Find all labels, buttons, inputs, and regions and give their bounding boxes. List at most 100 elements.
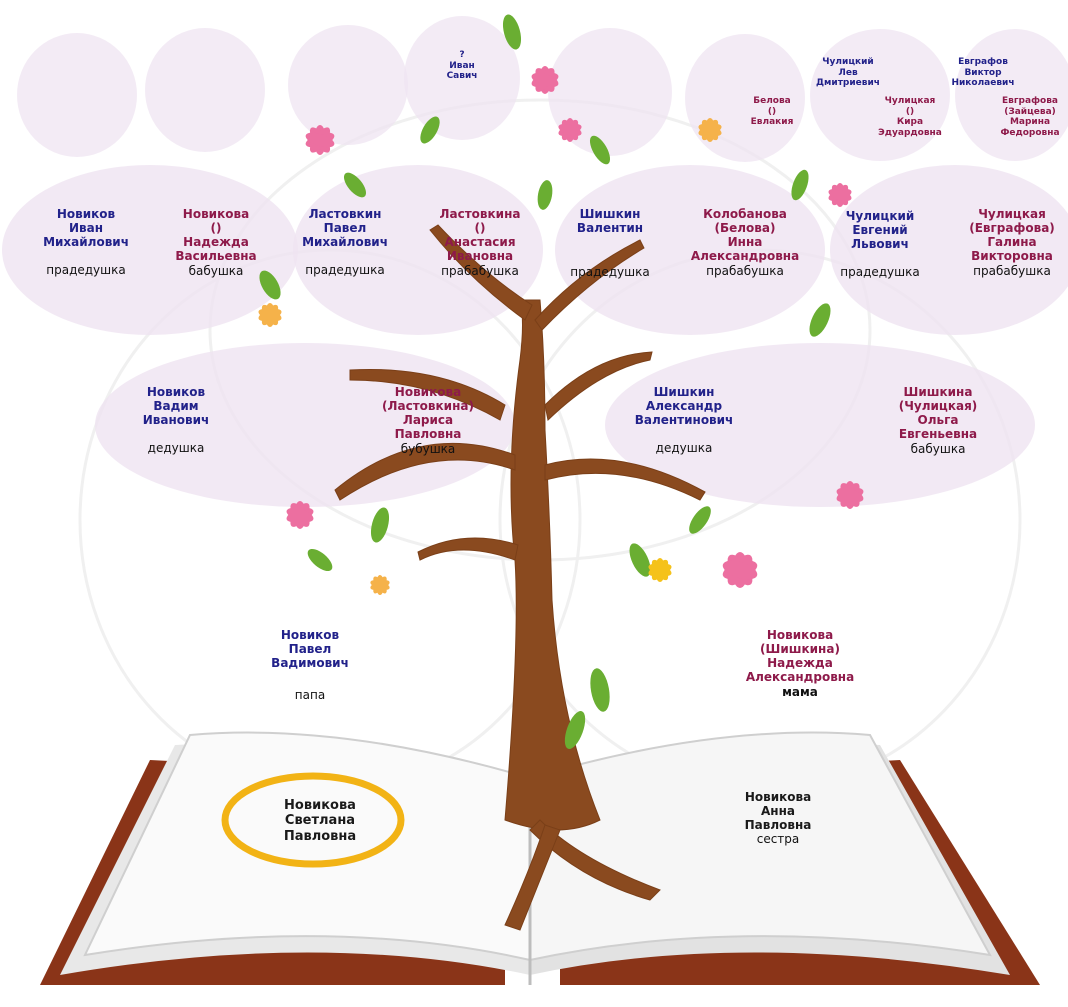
name-line: Иван — [68, 221, 104, 236]
name-line: (Ластовкина) — [382, 399, 474, 414]
person-chulitskaya-galina: Чулицкая (Евграфова) Галина Викторовна п… — [969, 207, 1055, 278]
name-line: Светлана — [284, 813, 356, 829]
name-line: () — [210, 221, 222, 236]
name-line: Анна — [761, 804, 795, 819]
name-line: Евлакия — [750, 117, 794, 128]
name-line: Валентин — [576, 221, 644, 236]
person-shishkina-olga: Шишкина (Чулицкая) Ольга Евгеньевна бабу… — [899, 385, 978, 456]
person-belova-evlakiya: Белова () Евлакия — [751, 96, 794, 128]
highlight-ring — [221, 772, 405, 868]
name-line: Эдуардовна — [878, 127, 942, 138]
name-line: Павловна — [744, 818, 812, 833]
name-line: Михайлович — [302, 235, 388, 250]
relation-label: прадедушка — [305, 263, 385, 278]
person-chulitskaya-kira: Чулицкая () Кира Эдуардовна — [878, 96, 942, 138]
name-line: Новиков — [146, 385, 206, 399]
name-line: Ластовкина — [439, 207, 521, 221]
name-line: Дмитриевич — [816, 78, 880, 89]
name-line: Галина — [987, 235, 1037, 250]
name-line: (Зайцева) — [1004, 106, 1056, 117]
open-book-icon — [40, 731, 1040, 985]
name-line: Новикова — [394, 385, 462, 399]
name-line: Иван — [449, 60, 475, 71]
name-line: (Чулицкая) — [898, 399, 978, 414]
relation-label: прадедушка — [46, 263, 126, 278]
name-line: Евграфова — [1002, 96, 1058, 106]
name-line: Львович — [851, 237, 909, 252]
name-line: Ольга — [917, 413, 959, 428]
person-novikova-nadezhda: Новикова () Надежда Васильевна бабушка — [175, 207, 256, 278]
name-line: Александровна — [690, 249, 800, 264]
name-line: Чулицкий — [822, 57, 874, 67]
name-line: Колобанова — [703, 207, 787, 221]
great-grandparent-bubbles — [2, 165, 1068, 335]
name-line: Шишкин — [579, 207, 641, 221]
name-line: Павел — [288, 642, 332, 657]
name-line: Павел — [323, 221, 367, 236]
person-chulitsky-evgeniy: Чулицкий Евгений Львович прадедушка — [840, 209, 919, 280]
relation-label: прадедушка — [840, 265, 920, 280]
name-line: Виктор — [964, 67, 1002, 78]
name-line: Новиков — [280, 628, 340, 642]
relation-label: прабабушка — [706, 263, 784, 278]
name-line: (Шишкина) — [760, 642, 840, 657]
name-line: Ивановна — [446, 249, 514, 264]
relation-label: бабушка — [188, 263, 244, 278]
relation-label: бубушка — [400, 441, 456, 456]
name-line: Павловна — [283, 828, 357, 844]
name-line: Новикова — [284, 798, 356, 813]
name-line: Марина — [1009, 117, 1051, 128]
name-line: Новикова — [766, 628, 834, 642]
tree-icon — [334, 224, 706, 931]
name-line: Шишкин — [653, 385, 715, 399]
name-line: Лев — [838, 67, 858, 78]
name-line: Павловна — [394, 427, 462, 442]
person-evgrafova-marina: Евграфова (Зайцева) Марина Федоровна — [1000, 96, 1059, 138]
name-line: Надежда — [767, 656, 833, 671]
name-line: Евгеньевна — [898, 427, 978, 442]
relation-label: дедушка — [147, 441, 205, 456]
name-line: Новикова — [182, 207, 250, 221]
person-shishkin-valentin: Шишкин Валентин прадедушка — [570, 207, 649, 279]
name-line: Викторовна — [971, 249, 1053, 264]
relation-label: дедушка — [655, 441, 713, 456]
name-line: Надежда — [183, 235, 249, 250]
name-line: Александровна — [745, 670, 855, 685]
relation-label: прадедушка — [570, 265, 650, 280]
name-line: Кира — [896, 117, 924, 128]
person-novikov-pavel: Новиков Павел Вадимович папа — [271, 628, 349, 703]
name-line: Федоровна — [1000, 127, 1060, 138]
relation-label: бабушка — [910, 441, 966, 456]
name-line: (Белова) — [714, 221, 776, 236]
name-line: Савич — [446, 71, 478, 82]
name-line: Евгений — [852, 223, 908, 238]
person-shishkin-aleksandr: Шишкин Александр Валентинович дедушка — [635, 385, 734, 456]
name-line: Васильевна — [175, 249, 257, 264]
relation-label: прабабушка — [973, 263, 1051, 278]
name-line: (Евграфова) — [969, 221, 1055, 236]
person-novikova-svetlana: Новикова Светлана Павловна — [284, 798, 356, 844]
person-chulitsky-lev: Чулицкий Лев Дмитриевич — [816, 57, 880, 89]
name-line: ? — [459, 50, 465, 60]
flower-icon — [258, 66, 864, 595]
relation-label: мама — [782, 684, 818, 699]
name-line: Вадимович — [271, 656, 349, 671]
relation-label: сестра — [756, 832, 800, 847]
person-novikov-ivan: Новиков Иван Михайлович прадедушка — [43, 207, 129, 278]
name-line: () — [474, 221, 486, 236]
person-ivan-savich: ? Иван Савич — [447, 50, 478, 82]
name-line: Шишкина — [903, 385, 973, 399]
name-line: Чулицкий — [845, 209, 915, 223]
name-line: Иванович — [142, 413, 210, 428]
person-lastovkin-pavel: Ластовкин Павел Михайлович прадедушка — [302, 207, 388, 278]
relation-label: прабабушка — [441, 263, 519, 278]
name-line: Белова — [753, 96, 791, 106]
name-line: Лариса — [402, 413, 454, 428]
person-novikov-vadim: Новиков Вадим Иванович дедушка — [143, 385, 210, 456]
name-line: () — [767, 106, 777, 117]
person-evgrafov-viktor: Евграфов Виктор Николаевич — [951, 57, 1014, 89]
name-line: Чулицкая — [978, 207, 1046, 221]
name-line: Ластовкин — [308, 207, 382, 221]
leaf-icon — [259, 14, 831, 749]
